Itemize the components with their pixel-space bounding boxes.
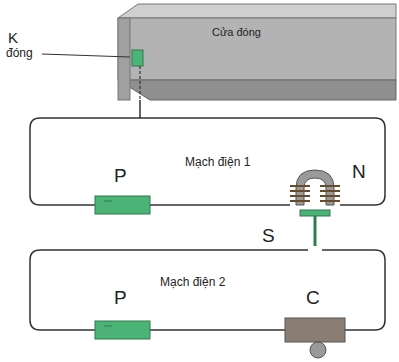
- door: [118, 4, 396, 100]
- magnet-coil: [290, 186, 340, 201]
- door-slab: [118, 18, 396, 80]
- leader-line: [42, 54, 130, 57]
- battery-mark: [104, 326, 112, 327]
- circuit-label: Mạch điện 2: [160, 276, 225, 289]
- switch-name: K: [8, 30, 18, 47]
- bell-box: [285, 318, 345, 342]
- battery-mark: [104, 201, 112, 202]
- door-ledge: [118, 80, 396, 100]
- battery-label: P: [114, 288, 127, 309]
- door-top: [118, 4, 396, 18]
- wire-dashed: [139, 66, 140, 100]
- battery-2: [95, 321, 150, 339]
- electromagnet: [290, 170, 340, 246]
- door-edge: [118, 18, 130, 100]
- battery-1: [95, 196, 150, 214]
- switch-state: đóng: [6, 47, 33, 60]
- battery-label: P: [114, 166, 127, 187]
- door-label: Cửa đóng: [212, 26, 261, 38]
- magnet-label: N: [352, 162, 366, 183]
- circuit-label: Mạch điện 1: [185, 156, 250, 169]
- switch-k: [132, 50, 143, 66]
- bell-dome: [310, 342, 326, 358]
- bell-label: C: [306, 288, 320, 309]
- circuit-1-wire: [30, 100, 385, 205]
- magnet-core: [296, 170, 334, 205]
- armature-stem: [314, 216, 317, 246]
- armature: [300, 210, 330, 216]
- contact-label: S: [262, 226, 275, 247]
